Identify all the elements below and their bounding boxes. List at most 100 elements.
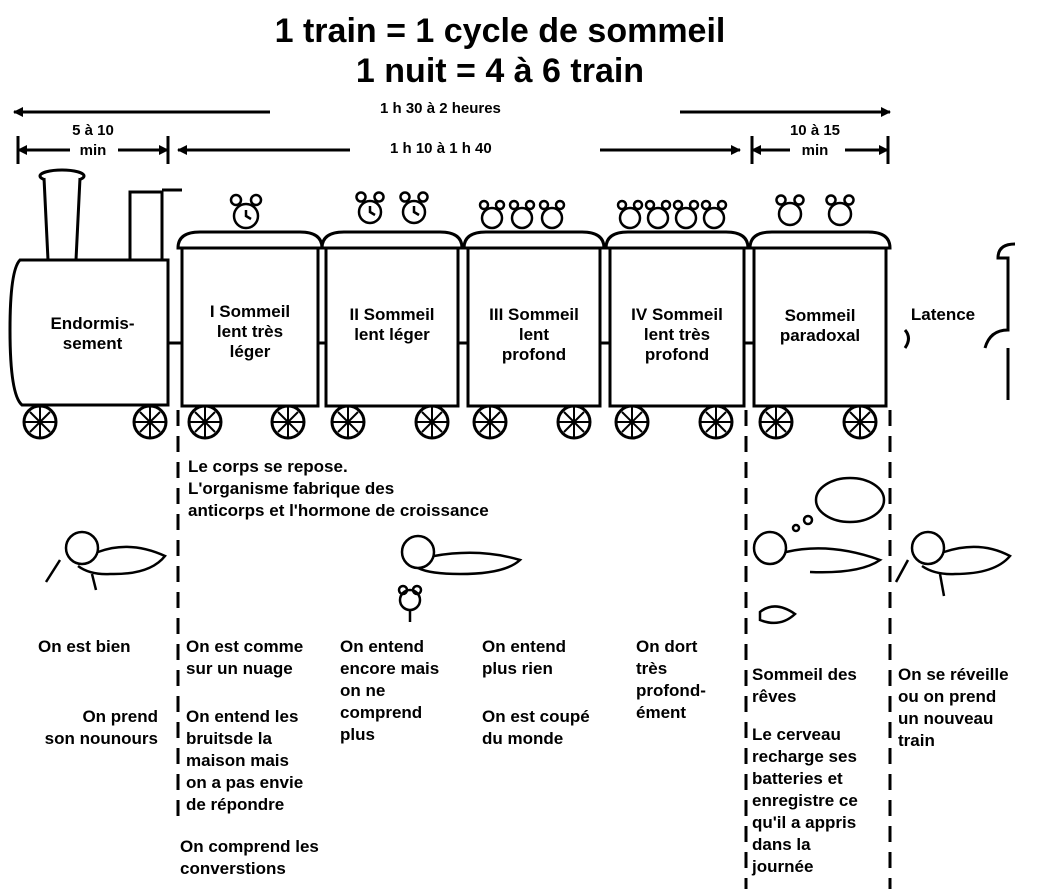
sleeping-child-icon <box>44 530 167 591</box>
wagon-stage4 <box>604 230 750 408</box>
stage2-label-line: lent léger <box>354 325 430 344</box>
waking-child-icon <box>894 530 1012 597</box>
engine-label-line: sement <box>62 334 123 353</box>
note-line: Le corps se repose. <box>188 457 348 476</box>
note-line: anticorps et l'hormone de croissance <box>188 501 489 520</box>
paradoxical-label: Sommeil paradoxal <box>754 306 886 346</box>
col0-b: On prend son nounours <box>18 706 158 750</box>
text-line: On dort <box>636 637 698 656</box>
latency-label: Latence <box>898 305 988 325</box>
text-line: sur un nuage <box>186 659 293 678</box>
wheel <box>842 404 878 440</box>
text-line: qu'il a appris <box>752 813 857 832</box>
locomotive <box>8 168 182 407</box>
alarm-clock-icon <box>538 199 566 230</box>
wheel <box>472 404 508 440</box>
wheel <box>556 404 592 440</box>
alarm-clocks <box>229 191 855 230</box>
wheel <box>132 404 168 440</box>
engine-label: Endormis- sement <box>20 314 165 354</box>
text-line: recharge ses <box>752 747 857 766</box>
falling-asleep-duration-label: 5 à 10 <box>72 122 114 139</box>
text-line: On comprend les <box>180 837 319 856</box>
stage1-label-line: I Sommeil <box>209 302 291 321</box>
wagon-stage1 <box>176 230 324 408</box>
paradoxical-label-line: paradoxal <box>779 326 861 345</box>
text-line: ément <box>636 703 687 722</box>
stage2-label-line: II Sommeil <box>349 305 435 324</box>
text-line: rêves <box>752 687 797 706</box>
text-line: batteries et <box>752 769 843 788</box>
wheel <box>22 404 58 440</box>
latency-wagon-outline <box>903 242 1016 400</box>
engine-label-line: Endormis- <box>50 314 135 333</box>
col1-a: On est comme sur un nuage <box>186 636 303 680</box>
falling-asleep-duration-unit: min <box>79 142 107 159</box>
col1-b: On entend les bruitsde la maison mais on… <box>186 706 303 816</box>
text-line: bruitsde la <box>186 729 272 748</box>
cycle-duration-label: 1 h 30 à 2 heures <box>380 100 501 117</box>
text-line: du monde <box>482 729 564 748</box>
stage1-label: I Sommeil lent très léger <box>184 302 316 362</box>
stage4-label-line: IV Sommeil <box>631 305 723 324</box>
col3-b: On est coupé du monde <box>482 706 590 750</box>
main-title: 1 train = 1 cycle de sommeil <box>274 12 726 50</box>
text-line: son nounours <box>44 729 158 748</box>
alarm-clock-icon <box>700 199 728 230</box>
wheel <box>270 404 306 440</box>
slow-sleep-duration-label: 1 h 10 à 1 h 40 <box>390 140 492 157</box>
wheel <box>758 404 794 440</box>
col4-a: On dort très profond- ément <box>636 636 706 724</box>
text-line: dans la <box>752 835 811 854</box>
wheel <box>698 404 734 440</box>
text-line: On est bien <box>38 637 131 656</box>
subtitle: 1 nuit = 4 à 6 train <box>355 52 645 90</box>
wheel <box>330 404 366 440</box>
text-line: comprend <box>340 703 423 722</box>
wheels <box>22 404 878 440</box>
dashed-separators <box>176 410 892 889</box>
stage3-label-line: profond <box>501 345 567 364</box>
falling-asleep-duration-arrow <box>16 136 170 164</box>
alarm-clock-icon <box>399 191 429 225</box>
alarm-clock-icon <box>229 193 263 230</box>
col5-a: Sommeil des rêves <box>752 664 857 708</box>
stage2-label: II Sommeil lent léger <box>326 305 458 345</box>
col0-a: On est bien <box>38 636 131 658</box>
text-line: On prend <box>82 707 158 726</box>
alarm-clock-icon <box>616 199 644 230</box>
sleeping-child-teddy-icon <box>397 534 523 622</box>
alarm-clock-icon <box>478 199 506 230</box>
paradoxical-duration-label: 10 à 15 <box>789 122 841 139</box>
paradoxical-label-line: Sommeil <box>784 306 856 325</box>
alarm-clock-icon <box>825 194 855 227</box>
col5-b: Le cerveau recharge ses batteries et enr… <box>752 724 858 878</box>
text-line: on ne <box>340 681 386 700</box>
text-line: très <box>636 659 668 678</box>
text-line: On entend les <box>186 707 299 726</box>
stage1-label-line: lent très <box>216 322 284 341</box>
stage1-label-line: léger <box>229 342 271 361</box>
text-line: journée <box>752 857 814 876</box>
text-line: converstions <box>180 859 286 878</box>
text-line: on a pas envie <box>186 773 304 792</box>
text-line: On est coupé <box>482 707 590 726</box>
text-line: On est comme <box>186 637 304 656</box>
body-rest-note: Le corps se repose. L'organisme fabrique… <box>188 456 489 522</box>
text-line: Sommeil des <box>752 665 857 684</box>
stage3-label-line: III Sommeil <box>489 305 579 324</box>
text-line: de répondre <box>186 795 285 814</box>
col2-a: On entend encore mais on ne comprend plu… <box>340 636 439 746</box>
text-line: Le cerveau <box>752 725 841 744</box>
wheel <box>414 404 450 440</box>
col1-c: On comprend les converstions <box>180 836 319 880</box>
note-line: L'organisme fabrique des <box>188 479 395 498</box>
text-line: enregistre ce <box>752 791 858 810</box>
alarm-clock-icon <box>508 199 536 230</box>
text-line: un nouveau <box>898 709 994 728</box>
text-line: On entend <box>482 637 567 656</box>
paradoxical-duration-arrow <box>750 136 890 164</box>
stage3-label: III Sommeil lent profond <box>468 305 600 365</box>
col6-a: On se réveille ou on prend un nouveau tr… <box>898 664 1009 752</box>
